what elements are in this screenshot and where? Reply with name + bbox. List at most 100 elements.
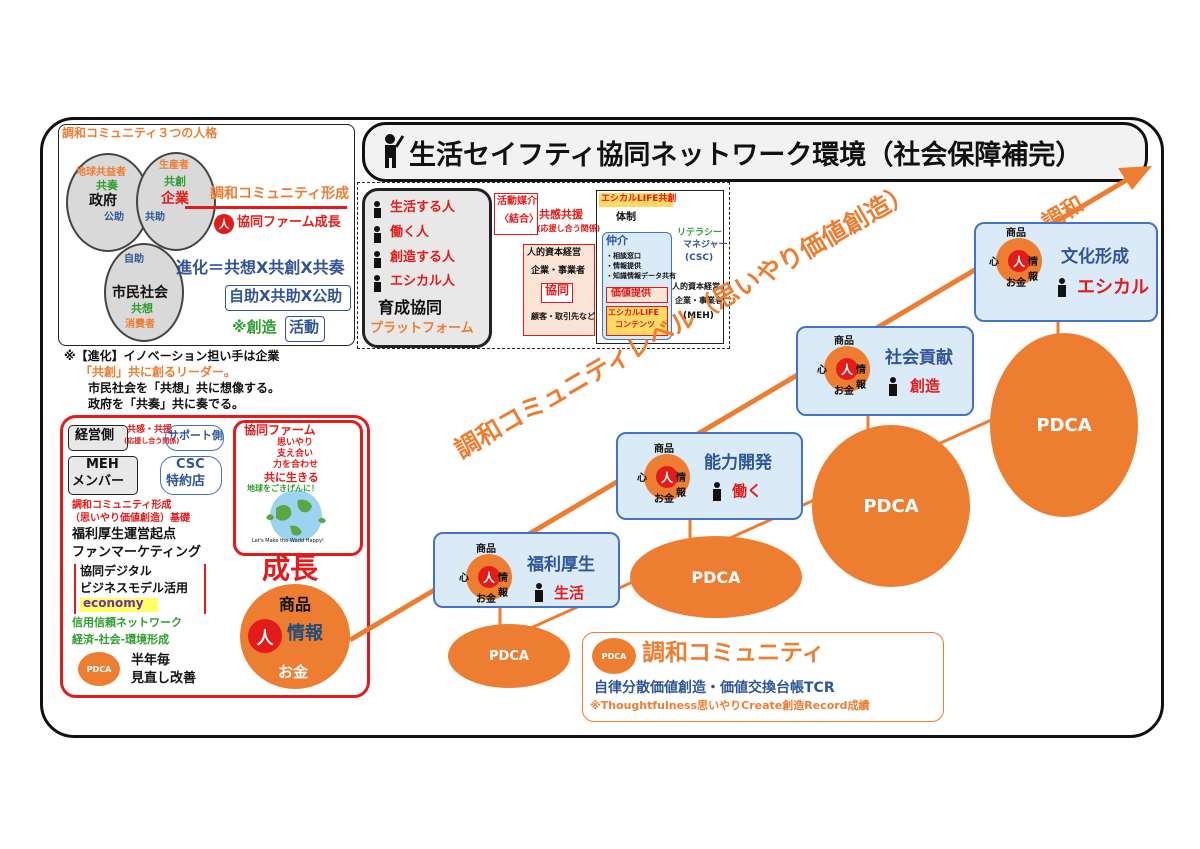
- core-heart: 心: [459, 573, 469, 584]
- government-label: 政府: [89, 193, 117, 209]
- core-heart: 心: [989, 257, 999, 268]
- activity-box: [285, 316, 325, 342]
- ethical-hc-label: 人的資本経営: [672, 282, 720, 291]
- manager-label: マネジャー: [683, 240, 728, 250]
- jijo-label: 自助: [124, 254, 144, 265]
- evolution-formula: 進化＝共想X共創X共奏: [176, 258, 345, 277]
- ethical-header: エシカルLIFE共創: [601, 194, 677, 204]
- person-icon: [385, 134, 405, 168]
- platform-item-1: 生活する人: [390, 200, 456, 215]
- platform-title: 育成協同: [378, 298, 443, 317]
- farm-line-3: 力を合わせ: [273, 460, 319, 470]
- step-contribution-title: 社会貢献: [885, 348, 953, 368]
- pdca-2: PDCA: [630, 536, 802, 618]
- globe-icon: [266, 490, 326, 542]
- contents-label-2: コンテンツ: [615, 320, 655, 329]
- title-box: 生活セイフティ協同ネットワーク環境（社会保障補完）: [362, 122, 1148, 182]
- step-ability-sub: 働く: [732, 482, 763, 500]
- person-icon: [713, 482, 721, 501]
- core-info: 情報: [676, 473, 686, 499]
- lp-line-8: 信用信頼ネットワーク: [72, 616, 182, 629]
- core-info: 情報: [1028, 257, 1038, 283]
- earth-label: 地球共益者: [76, 167, 126, 178]
- kojo-label: 公助: [104, 212, 124, 223]
- kyokan-label: 共感共援: [539, 208, 583, 221]
- support-label: サポート側: [168, 429, 223, 442]
- ethical-meh: (MEH): [683, 311, 714, 321]
- lp-line-5: 協同デジタル: [80, 564, 152, 578]
- value-label: 価値提供: [611, 288, 651, 299]
- community-line-2: ※Thoughtfulness思いやりCreate創造Record成績: [590, 699, 870, 712]
- lp-csc: CSC: [176, 457, 205, 472]
- support-box: [165, 425, 224, 451]
- pdca-1: PDCA: [448, 624, 570, 688]
- note-3: 市民社会を「共想」共に想像する。: [88, 381, 281, 395]
- core-info: 情報: [856, 365, 866, 391]
- activity-mediation-label: 活動媒介: [497, 196, 537, 207]
- core-product: 商品: [654, 444, 674, 455]
- ethical-header-bg: [599, 193, 673, 207]
- page-title: 生活セイフティ協同ネットワーク環境（社会保障補完）: [409, 139, 1083, 171]
- contents-label-1: エシカルLIFE: [608, 308, 660, 317]
- value-bg: [606, 287, 668, 303]
- core-info: 情報: [498, 573, 508, 599]
- activity-mediation-sub: 〈結合〉: [499, 214, 539, 225]
- digital-bracket: [74, 564, 206, 614]
- human-capital-label: 人的資本経営: [527, 248, 582, 258]
- core-contribution: 商品 心 人 情報 お金: [817, 336, 870, 397]
- step-welfare-title: 福利厚生: [527, 555, 595, 575]
- core-product: 商品: [1006, 228, 1026, 239]
- core-person: 人: [656, 466, 678, 488]
- step-culture-sub: エシカル: [1077, 277, 1149, 298]
- broker-item-2: ・情報提供: [606, 262, 641, 270]
- growth-label: 成長: [262, 552, 319, 585]
- broker-item-3: ・知識情報データ共有: [606, 272, 676, 280]
- growth-product: 商品: [279, 595, 312, 614]
- farm-title: 協同ファーム: [244, 423, 316, 437]
- kyodo-box: [541, 283, 573, 303]
- formation-line: [185, 206, 347, 209]
- farm-line-1: 思いやり: [277, 438, 314, 448]
- kyoso-gov: 共奏: [96, 179, 118, 192]
- pdca-3: PDCA: [812, 425, 970, 587]
- growth-person: 人: [248, 619, 282, 653]
- economy-highlight: [80, 598, 158, 612]
- platform-subtitle: プラットフォーム: [370, 321, 474, 336]
- citizen-circle: [104, 243, 184, 342]
- core-culture: 商品 心 人 情報 お金: [989, 228, 1042, 289]
- step-welfare-sub: 生活: [554, 584, 585, 602]
- lp-kyokan: 共感・共援: [127, 425, 173, 435]
- platform-item-3: 創造する人: [390, 250, 456, 265]
- ethical-system: 体制: [616, 212, 636, 223]
- core-welfare: 商品 心 人 情報 お金: [459, 544, 512, 605]
- step-welfare: [433, 532, 620, 608]
- community-box: [582, 632, 944, 722]
- lp-line-7: economy: [83, 596, 144, 610]
- platform-item-2: 働く人: [390, 225, 430, 240]
- step-culture-title: 文化形成: [1061, 247, 1129, 267]
- company-label: 企業: [161, 191, 189, 207]
- activity-label: 活動: [289, 318, 320, 336]
- lp-csc-shop: 特約店: [166, 474, 206, 489]
- producer-label: 生産者: [159, 160, 189, 171]
- creation-label: ※創造: [232, 318, 277, 336]
- lp-review-1: 半年毎: [131, 653, 171, 668]
- kyodo-label: 協同: [545, 283, 570, 297]
- step-contribution-sub: 創造: [910, 377, 941, 395]
- evolution-formula-2: 自助X共助X公助: [229, 287, 343, 305]
- note-2: 「共創」共に創るリーダー。: [80, 365, 236, 379]
- core-ability: 商品 心 人 情報 お金: [637, 444, 690, 505]
- broker-item-1: ・相談窓口: [606, 252, 641, 260]
- lp-kyokan-sub: (応援し合う関係): [124, 437, 180, 445]
- core-money: お金: [1006, 278, 1026, 289]
- pdca-4: PDCA: [990, 333, 1138, 517]
- kyojo-label: 共助: [145, 212, 165, 223]
- lp-line-2: （思いやり価値創造）基礎: [70, 513, 190, 524]
- note-1: ※【進化】イノベーション担い手は企業: [64, 349, 280, 363]
- kyokan-sub: (応援し合う関係): [537, 224, 601, 233]
- note-4: 政府を「共奏」共に奏でる。: [88, 397, 245, 411]
- core-money: お金: [654, 494, 674, 505]
- farm-line-2: 支え合い: [277, 449, 314, 459]
- persona-panel: [58, 124, 355, 346]
- lp-line-4: ファンマーケティング: [72, 545, 201, 560]
